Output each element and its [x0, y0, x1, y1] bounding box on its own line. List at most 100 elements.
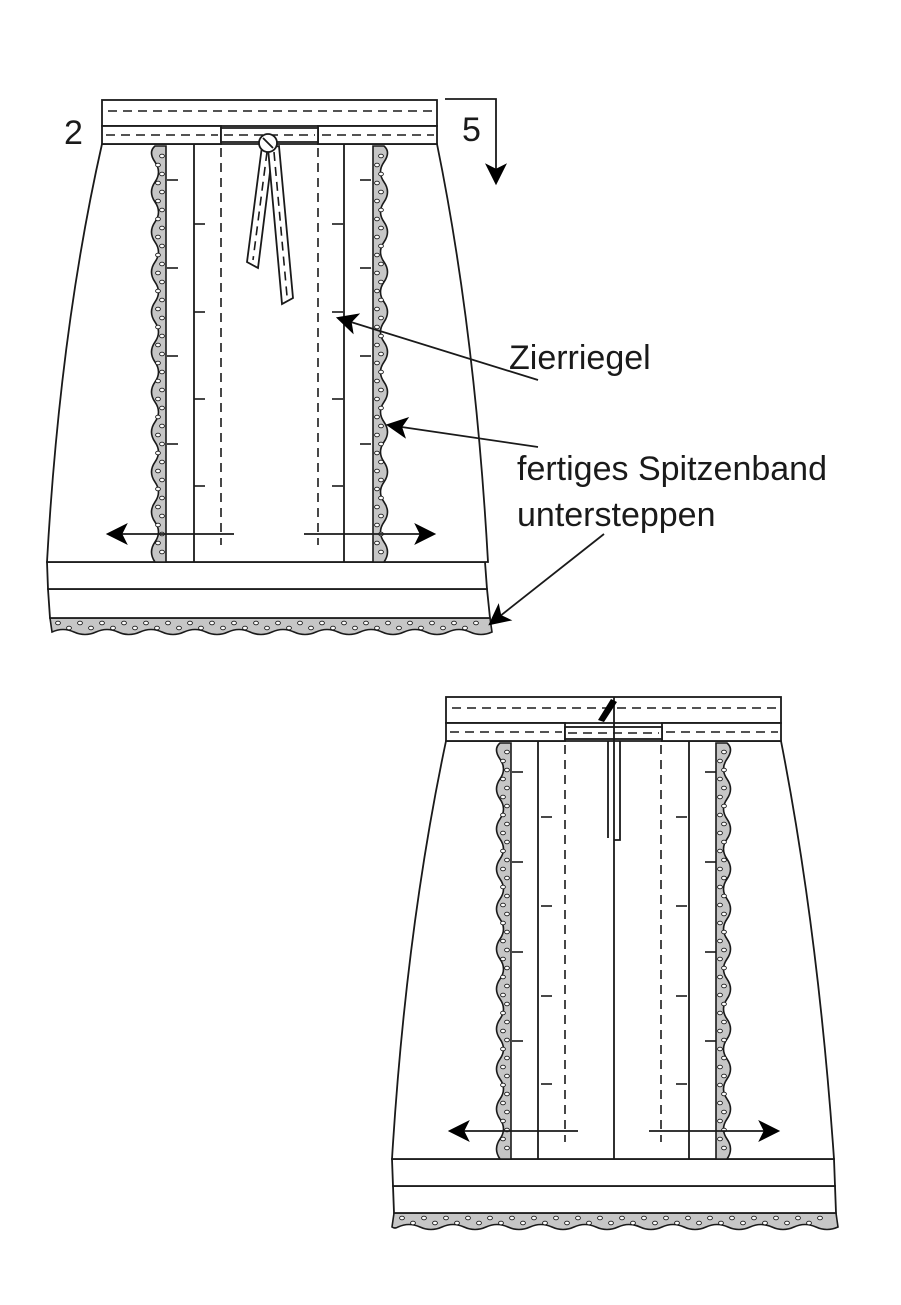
lace-dot — [155, 360, 161, 366]
lace-dot — [721, 875, 727, 881]
lace-dot — [374, 234, 380, 240]
lace-dot — [721, 1055, 727, 1061]
lace-dot — [500, 1028, 506, 1034]
lace-dot — [374, 162, 380, 168]
lace-dot — [155, 504, 161, 510]
lace-dot — [500, 1100, 506, 1106]
lace-dot — [717, 992, 723, 998]
lace-dot — [378, 441, 384, 447]
lace-dot — [155, 414, 161, 420]
lace-dot — [159, 243, 165, 249]
lace-dot — [500, 920, 506, 926]
lace-dot — [378, 207, 384, 213]
lace-dot — [721, 947, 727, 953]
lace-dot — [608, 1220, 614, 1226]
lace-dot — [155, 432, 161, 438]
lace-dot — [378, 549, 384, 555]
lace-dot — [717, 1136, 723, 1142]
lace-dot — [504, 1001, 510, 1007]
lace-dot — [159, 495, 165, 501]
lace-dot — [721, 1145, 727, 1151]
lace-dot — [740, 1220, 746, 1226]
lace-dot — [721, 965, 727, 971]
tie-knot-line — [262, 137, 274, 149]
lace-dot — [155, 288, 161, 294]
lace-strip-left-top — [150, 145, 167, 563]
lace-dot — [374, 216, 380, 222]
lace-dot — [721, 1109, 727, 1115]
lace-dot — [399, 1215, 405, 1221]
lace-dot — [504, 911, 510, 917]
lace-dot — [374, 504, 380, 510]
lace-dot — [504, 929, 510, 935]
lace-dot — [378, 351, 384, 357]
lace-strip-dots-top — [155, 153, 384, 555]
lace-dot — [500, 974, 506, 980]
lace-dot — [159, 207, 165, 213]
lace-dot — [99, 620, 105, 626]
lace-dot — [721, 1019, 727, 1025]
lace-dot — [504, 1091, 510, 1097]
lace-dot — [476, 1220, 482, 1226]
lace-dot — [374, 396, 380, 402]
lace-dot — [504, 1073, 510, 1079]
lace-dot — [378, 315, 384, 321]
lace-dot — [378, 405, 384, 411]
lace-dot — [509, 1215, 515, 1221]
lace-dot — [762, 1220, 768, 1226]
lace-dot — [454, 1220, 460, 1226]
lace-dot — [717, 938, 723, 944]
lace-dot — [504, 785, 510, 791]
lace-dot — [721, 929, 727, 935]
lace-dot — [374, 180, 380, 186]
lace-dot — [717, 1118, 723, 1124]
lace-dot — [717, 1100, 723, 1106]
lace-dot — [159, 333, 165, 339]
lace-dot — [440, 625, 446, 631]
hook-closure-bottom — [598, 699, 617, 722]
lace-dot — [696, 1220, 702, 1226]
lace-dot — [504, 803, 510, 809]
lace-dot — [378, 297, 384, 303]
lace-dot — [721, 857, 727, 863]
lace-dot — [500, 1064, 506, 1070]
lace-dot — [155, 342, 161, 348]
lace-dot — [374, 378, 380, 384]
lace-dot — [187, 620, 193, 626]
lace-dot — [66, 625, 72, 631]
skirt-top — [46, 98, 605, 636]
lace-dot — [330, 625, 336, 631]
lace-dot — [504, 767, 510, 773]
lace-dot — [721, 803, 727, 809]
lace-dot — [378, 333, 384, 339]
lace-dot — [341, 620, 347, 626]
lace-dot — [231, 620, 237, 626]
lace-dot — [378, 189, 384, 195]
tie-end-right-stitch — [273, 151, 288, 297]
lace-dot — [159, 423, 165, 429]
lace-dot — [378, 495, 384, 501]
lace-dot — [504, 893, 510, 899]
lace-dot — [159, 459, 165, 465]
lace-dot — [473, 620, 479, 626]
lace-dot — [352, 625, 358, 631]
lace-dot — [717, 830, 723, 836]
lace-dot — [159, 189, 165, 195]
lace-dot — [504, 857, 510, 863]
lace-dot — [374, 450, 380, 456]
lace-dot — [717, 1010, 723, 1016]
lace-dot — [155, 252, 161, 258]
lace-dot — [155, 198, 161, 204]
lace-dot — [159, 405, 165, 411]
lace-dot — [795, 1215, 801, 1221]
lace-dot — [500, 992, 506, 998]
lace-dot — [421, 1215, 427, 1221]
lace-dot — [198, 625, 204, 631]
label-lace-line1: fertiges Spitzenband — [517, 450, 827, 488]
lace-dot — [504, 1145, 510, 1151]
lace-dot — [721, 1073, 727, 1079]
lace-dot — [159, 387, 165, 393]
lace-dot — [721, 911, 727, 917]
lace-dot — [542, 1220, 548, 1226]
